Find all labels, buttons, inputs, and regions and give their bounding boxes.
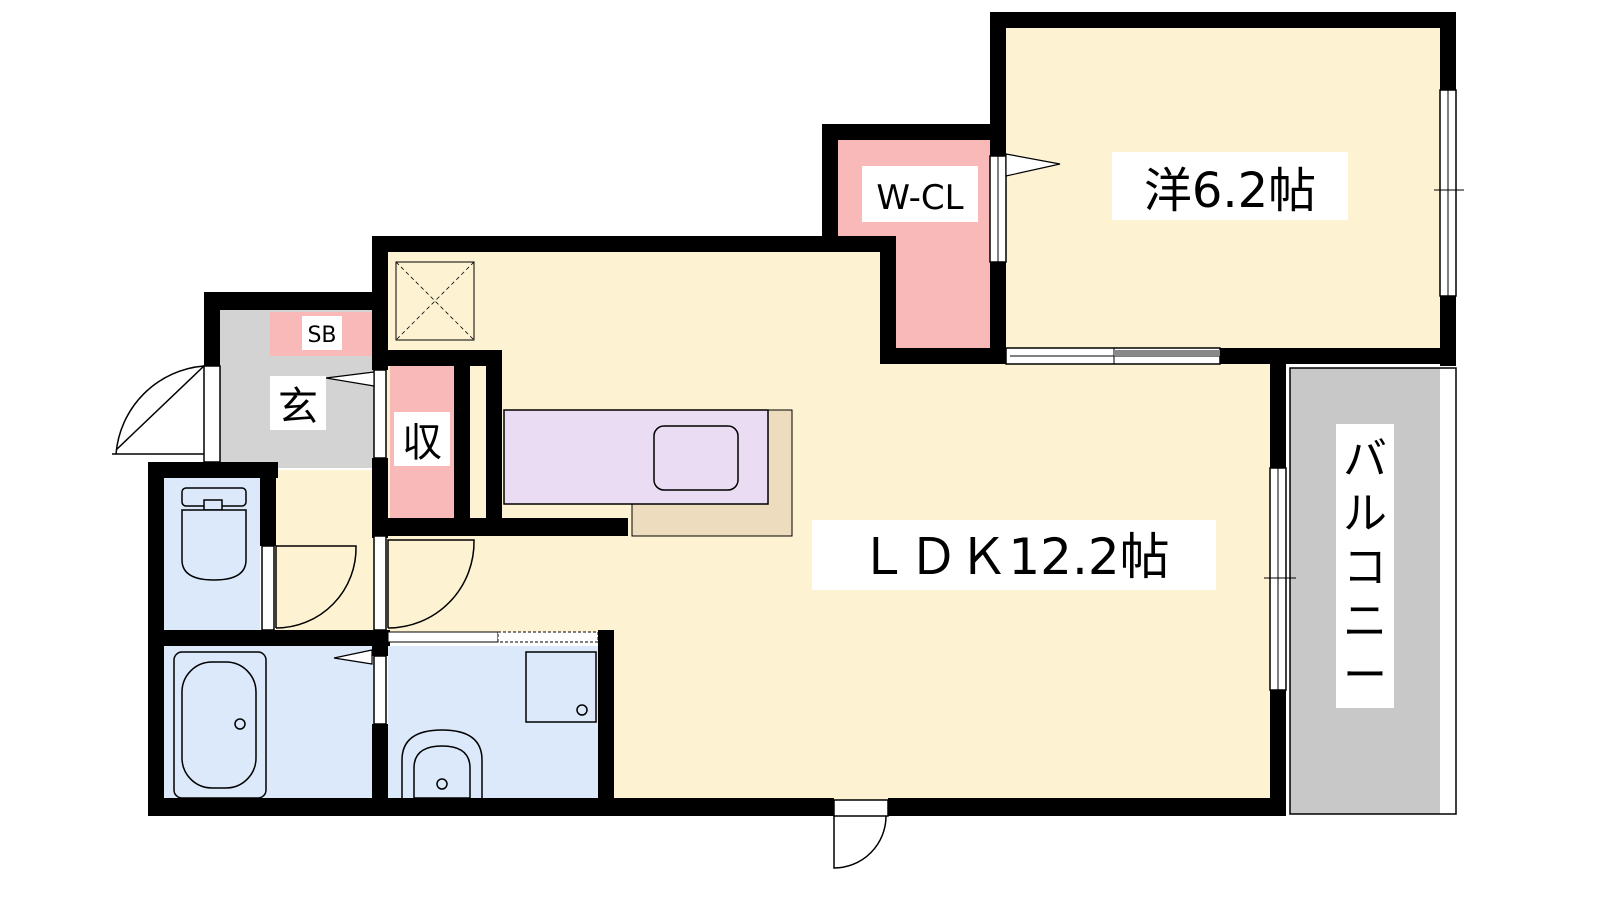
western-room-label: 洋6.2帖	[1144, 163, 1316, 219]
washbasin-fixture	[401, 729, 483, 801]
walk-in-closet-label: W-CL	[876, 178, 963, 218]
washing-machine-fixture	[525, 651, 597, 723]
balcony-label-char: ニ	[1343, 596, 1387, 647]
entrance-label: 玄	[278, 384, 318, 430]
balcony-label-bg	[1336, 424, 1394, 708]
hallway-floor	[272, 470, 384, 638]
floor-hatch	[395, 261, 475, 341]
floor-hatch-diagonal	[395, 261, 475, 341]
toilet-fixture	[181, 487, 247, 581]
sliding-door	[497, 631, 599, 643]
storage-label: 収	[402, 420, 442, 466]
ldk-label-bg	[812, 520, 1216, 590]
balcony-label-char: ー	[1343, 650, 1387, 701]
shoe-box-label-bg	[302, 316, 342, 350]
sliding-door	[387, 631, 499, 643]
bathtub-fixture	[173, 651, 267, 799]
doors	[112, 365, 889, 869]
door-arrow	[333, 649, 373, 665]
kitchen-sink	[653, 425, 739, 491]
door-arrow	[325, 371, 375, 387]
window-shade	[1114, 350, 1220, 356]
ldk-label: ＬＤＫ12.2帖	[858, 528, 1169, 586]
storage-label-bg	[394, 412, 450, 466]
balcony-label: バ ル コ ニ ー	[1343, 434, 1387, 701]
balcony-label-char: コ	[1343, 542, 1387, 593]
balcony-outline	[1289, 367, 1457, 815]
shoe-box-label: SB	[307, 323, 336, 348]
floor-hatch-diagonal	[395, 261, 475, 341]
walk-in-closet-label-bg	[862, 166, 978, 222]
balcony-label-char: ル	[1343, 488, 1387, 539]
balcony-label-char: バ	[1343, 434, 1387, 485]
entrance-label-bg	[270, 376, 326, 430]
door-arrow	[1005, 153, 1061, 177]
western-room-label-bg	[1112, 152, 1348, 220]
walls	[148, 12, 1456, 816]
